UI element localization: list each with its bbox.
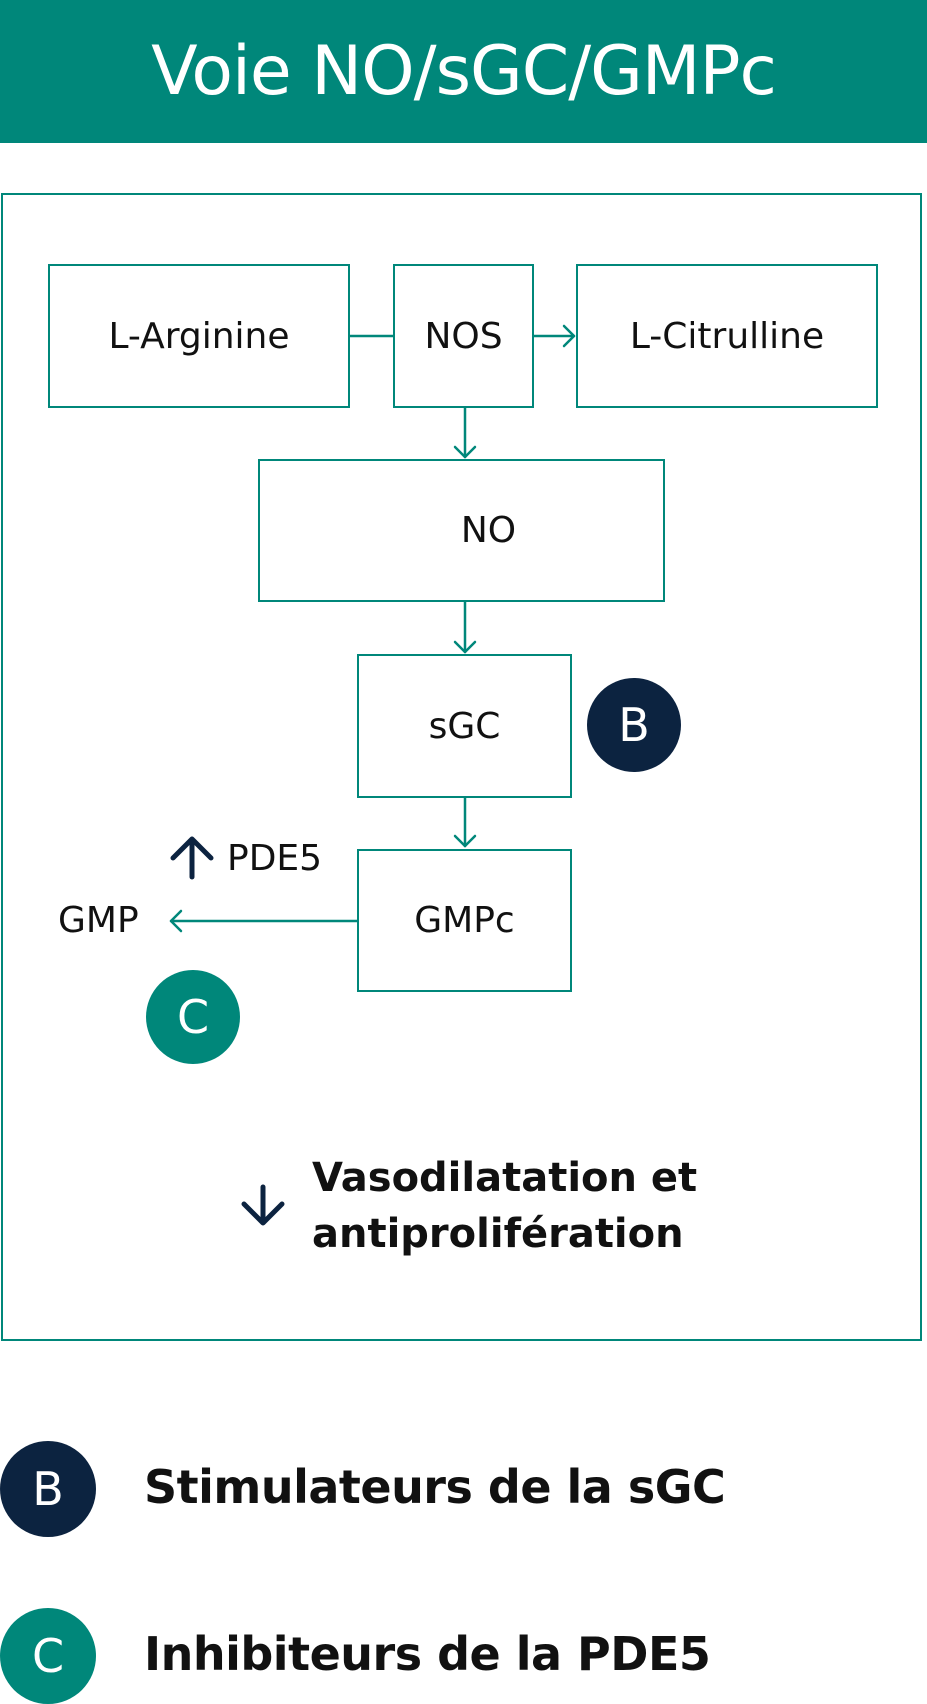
legend-text-sgc-stimulators: Stimulateurs de la sGC	[144, 1460, 726, 1514]
title-banner: Voie NO/sGC/GMPc	[0, 0, 927, 143]
node-l-citrulline: L-Citrulline	[576, 264, 878, 408]
outcome-line-2: antiprolifération	[312, 1211, 684, 1257]
legend-badge-c: C	[0, 1608, 96, 1704]
node-no-label: NO	[460, 510, 517, 551]
outcome-text: Vasodilatation et antiprolifération	[312, 1150, 792, 1262]
badge-c-pde5: C	[146, 970, 240, 1064]
node-nos: NOS	[393, 264, 534, 408]
node-l-arginine: L-Arginine	[48, 264, 350, 408]
node-gmpc: GMPc	[357, 849, 572, 992]
pde5-label: PDE5	[227, 838, 323, 879]
pathway-diagram-frame	[1, 193, 922, 1341]
legend-badge-b: B	[0, 1441, 96, 1537]
legend-text-pde5-inhibitors: Inhibiteurs de la PDE5	[144, 1627, 711, 1681]
outcome-line-1: Vasodilatation et	[312, 1155, 698, 1201]
page-title: Voie NO/sGC/GMPc	[151, 32, 777, 111]
badge-b-sgc: B	[587, 678, 681, 772]
node-no: NO	[258, 459, 665, 602]
node-sgc: sGC	[357, 654, 572, 798]
gmp-label: GMP	[58, 900, 139, 941]
